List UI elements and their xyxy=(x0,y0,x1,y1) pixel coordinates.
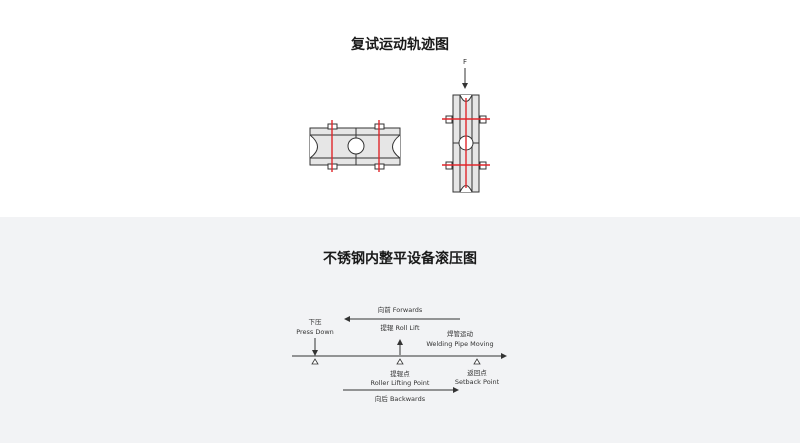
force-label: F xyxy=(463,58,467,66)
roll-lift-label: 提辊 Roll Lift xyxy=(380,323,420,332)
roller-point-marker xyxy=(396,358,404,365)
roller-point-cn: 提辊点 xyxy=(390,369,410,378)
bottom-section xyxy=(0,217,800,443)
press-down-cn: 下压 xyxy=(309,318,323,326)
horizontal-red-guides xyxy=(331,120,380,172)
setback-cn: 返回点 xyxy=(467,369,487,377)
section2-title: 不锈钢内整平设备滚压图 xyxy=(323,251,477,267)
forwards-label: 向前 Forwards xyxy=(378,305,423,314)
backwards-label: 向后 Backwards xyxy=(375,394,426,403)
horizontal-roller-assembly xyxy=(309,123,401,170)
setback-en: Setback Point xyxy=(455,378,500,386)
vertical-red-guides xyxy=(442,98,490,188)
press-down-en: Press Down xyxy=(296,328,334,336)
force-arrow: F xyxy=(462,58,468,89)
top-section xyxy=(0,0,800,217)
roller-point-en: Roller Lifting Point xyxy=(371,379,430,387)
setback-marker xyxy=(473,358,481,365)
welding-en: Welding Pipe Moving xyxy=(426,340,493,348)
press-down-marker xyxy=(311,358,319,365)
welding-cn: 焊管运动 xyxy=(447,329,474,338)
section1-title: 复试运动轨迹图 xyxy=(351,37,449,53)
